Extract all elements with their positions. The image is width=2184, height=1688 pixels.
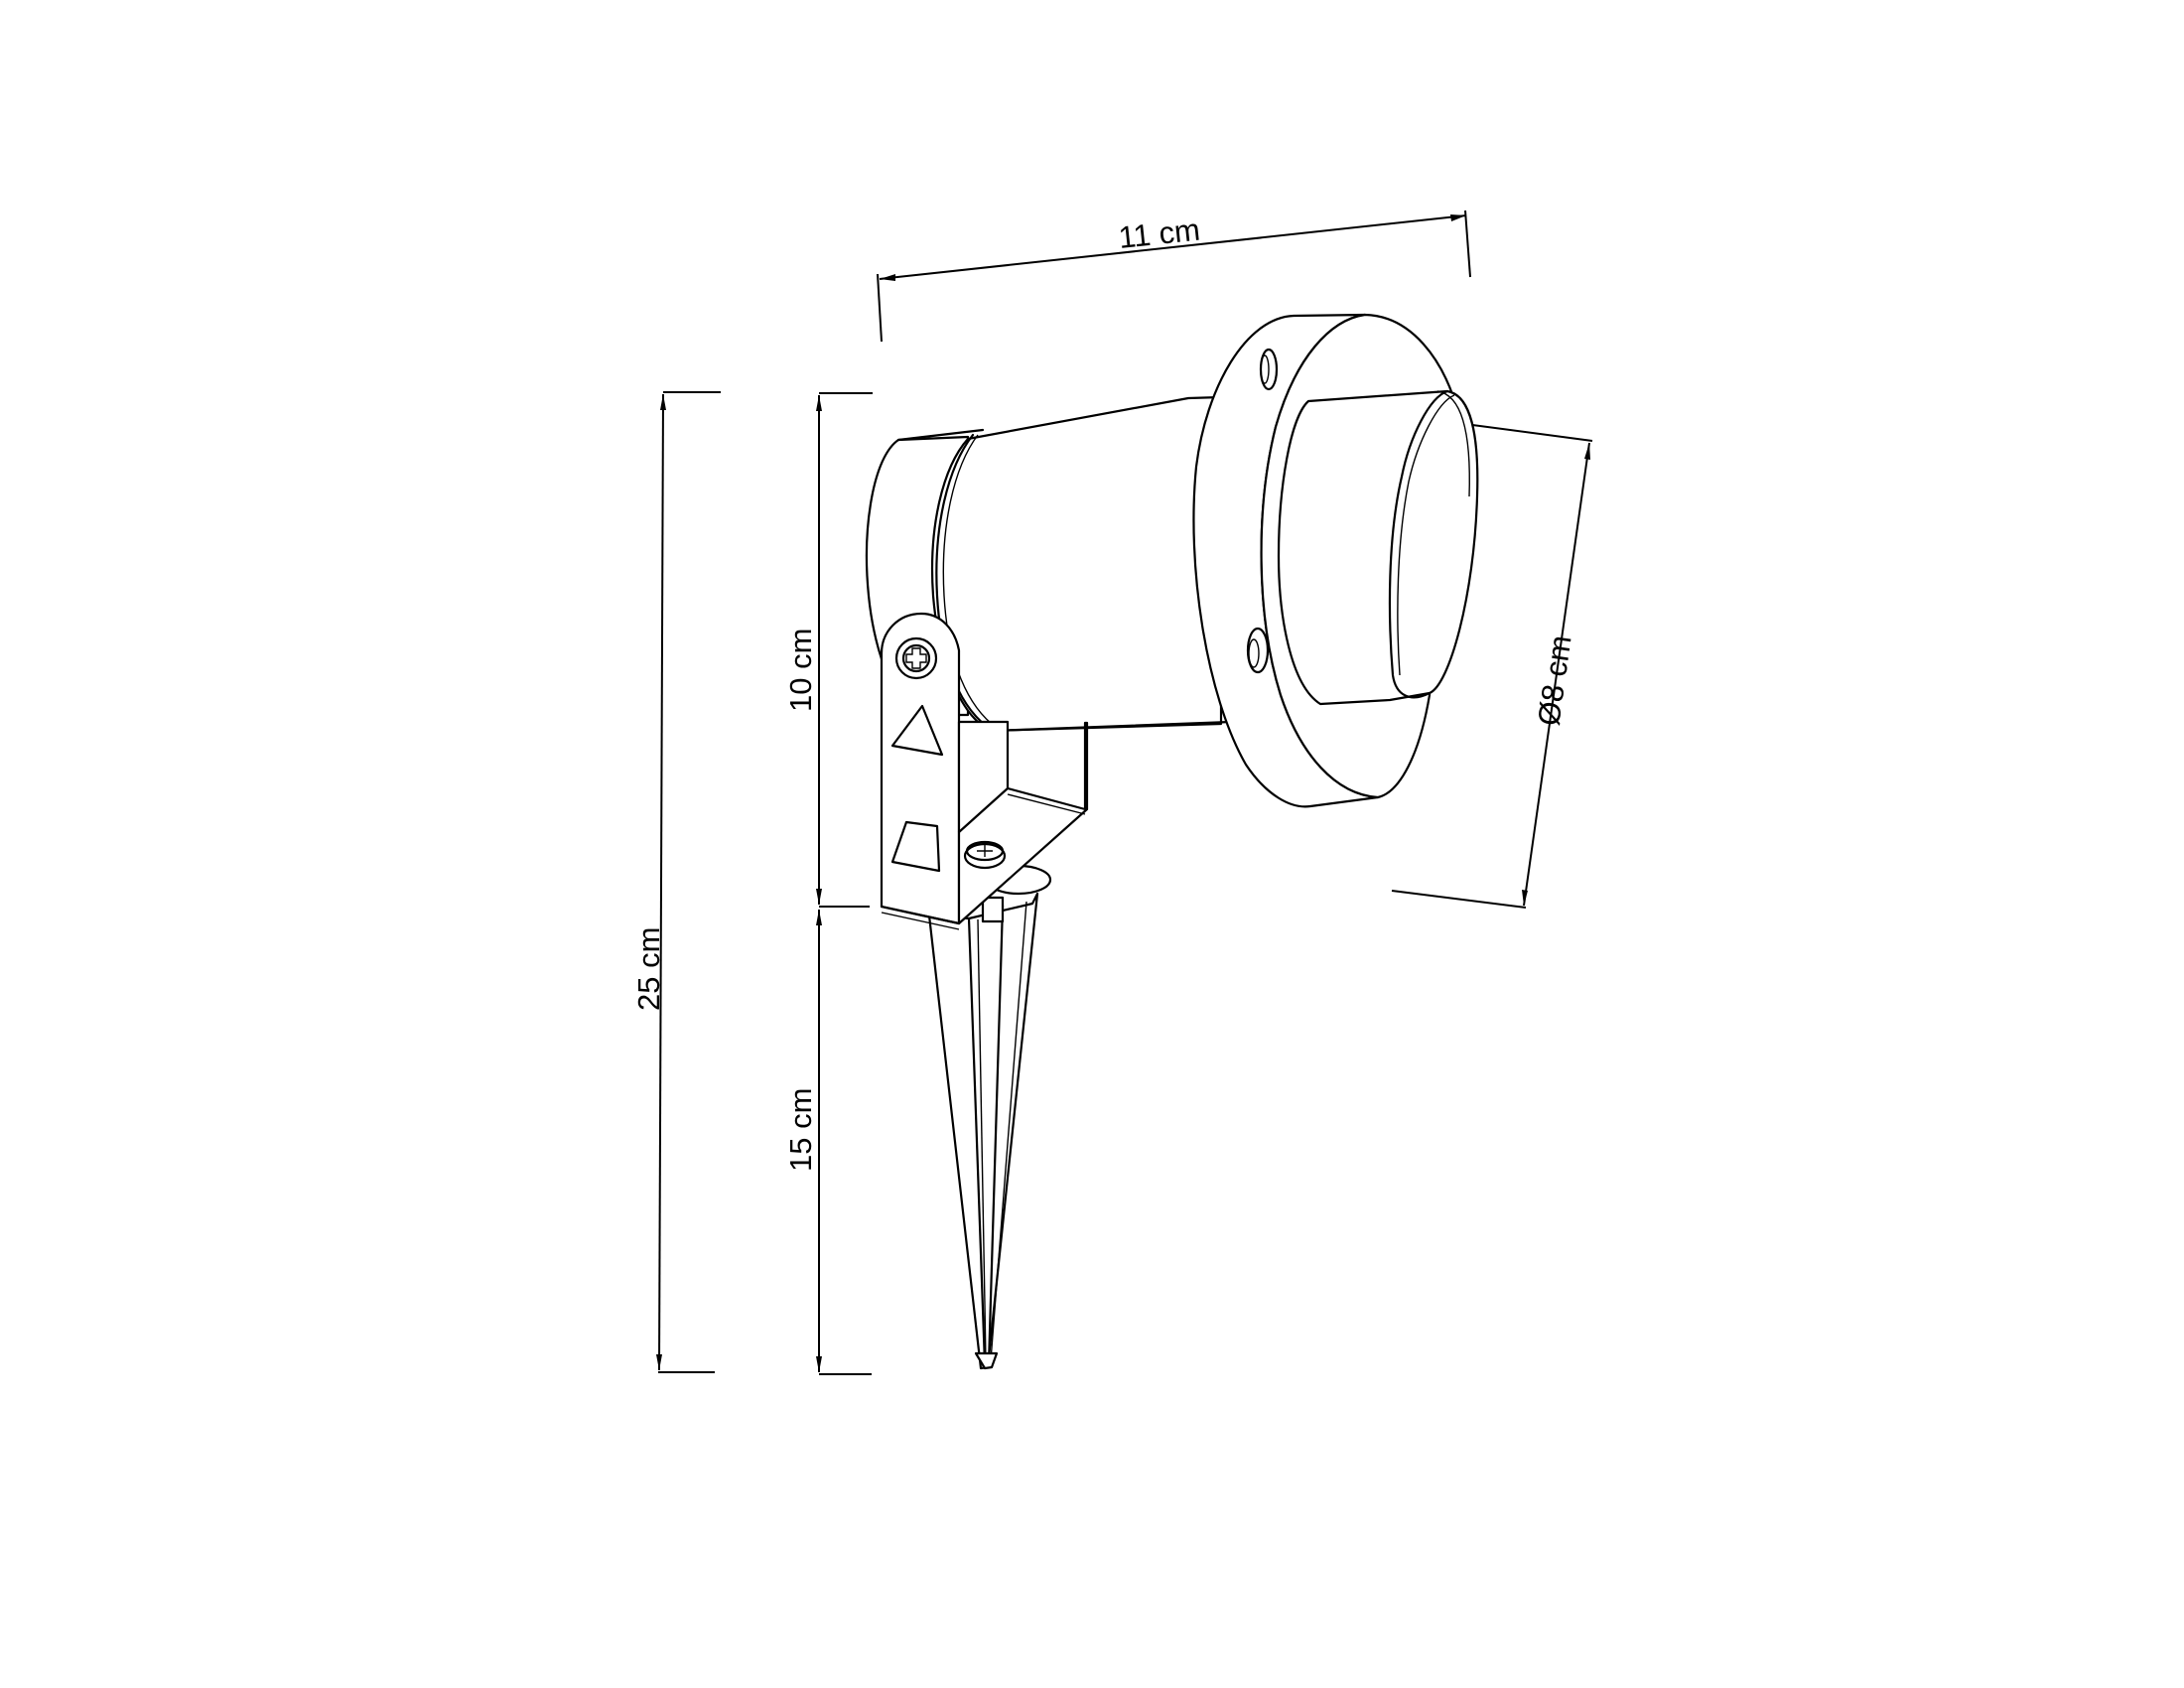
dimension-head-height: 10 cm <box>783 392 873 908</box>
dimension-total-height-label: 25 cm <box>631 927 666 1011</box>
dimension-width-label: 11 cm <box>1117 212 1201 255</box>
ground-spike <box>927 864 1052 1370</box>
base-screw-icon <box>963 840 1007 870</box>
bracket-screw-icon <box>894 636 938 680</box>
bracket-triangle-mark <box>890 704 944 757</box>
bracket-trapezoid-mark <box>890 820 941 873</box>
dimension-total-height: 25 cm <box>631 391 721 1373</box>
dimension-spike-length: 15 cm <box>783 910 872 1375</box>
dimension-diameter-label: Ø8 cm <box>1531 633 1577 728</box>
mounting-bracket <box>880 612 1089 930</box>
flange-hole-bottom <box>1246 627 1270 674</box>
lens-ring <box>1277 389 1479 706</box>
dimension-spike-length-label: 15 cm <box>783 1088 818 1172</box>
dimension-width: 11 cm <box>877 210 1471 343</box>
dimension-head-height-label: 10 cm <box>783 629 818 712</box>
